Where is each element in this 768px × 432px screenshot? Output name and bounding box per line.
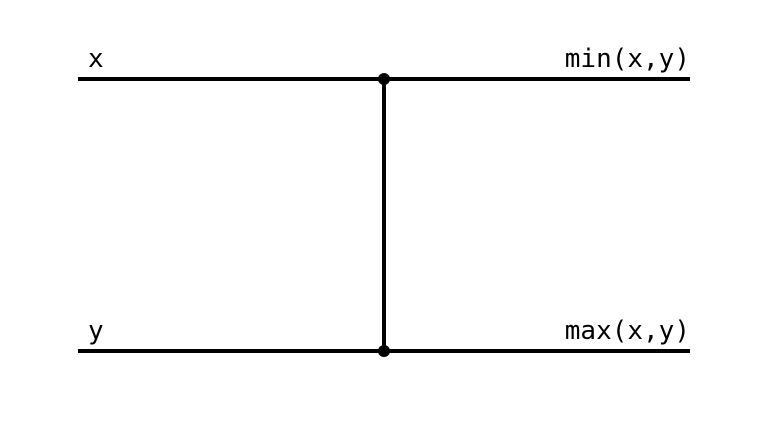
- wire-bottom-input-label: y: [88, 316, 104, 346]
- comparator-bottom-node: [378, 345, 390, 357]
- comparator-top-node: [378, 73, 390, 85]
- wire-bottom-output-label: max(x,y): [565, 316, 690, 346]
- wire-top-input-label: x: [88, 44, 104, 74]
- wire-top-output-label: min(x,y): [565, 44, 690, 74]
